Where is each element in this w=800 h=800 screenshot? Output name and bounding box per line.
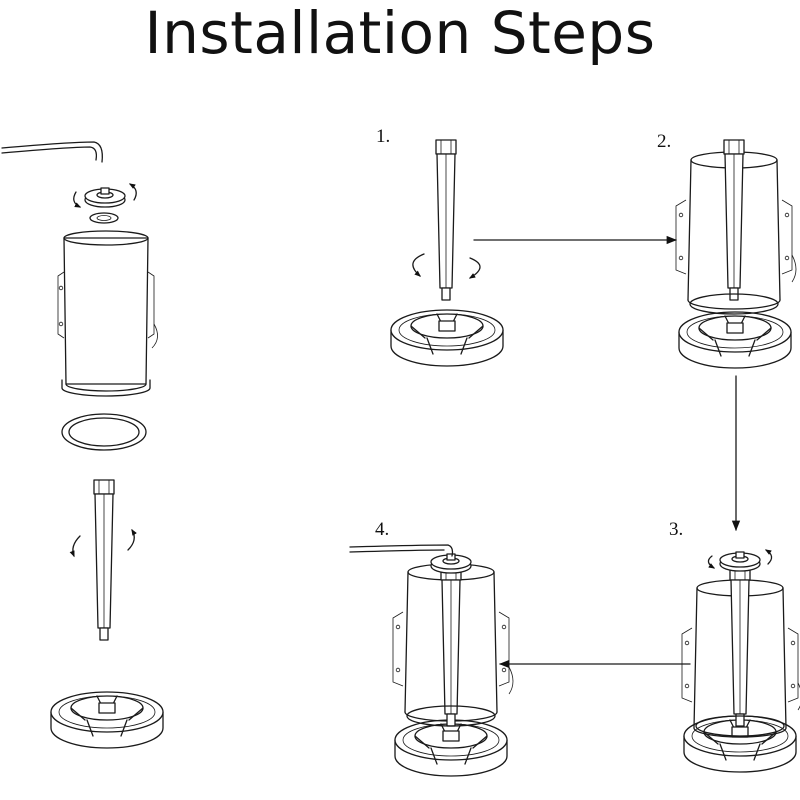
page-title: Installation Steps	[144, 0, 656, 67]
step-1-label: 1.	[376, 126, 391, 147]
step-2-label: 2.	[657, 131, 672, 152]
wire-cable	[349, 544, 454, 557]
step-3-label: 3.	[669, 519, 684, 540]
step-4-label: 4.	[375, 519, 390, 540]
step-2-figure	[675, 139, 797, 369]
wire-cable	[1, 141, 103, 163]
rotate-arrow-icon	[128, 183, 137, 201]
exploded-view	[1, 141, 164, 749]
step-3-figure	[681, 549, 800, 773]
base-part	[50, 691, 164, 749]
rotate-arrow-icon	[412, 253, 425, 277]
cup-part	[57, 230, 158, 397]
rotate-arrow-icon	[468, 257, 481, 279]
rotate-arrow-icon	[69, 535, 81, 558]
rod-part	[93, 479, 115, 641]
rotate-arrow-icon	[764, 549, 773, 565]
step-1-figure	[390, 139, 504, 367]
rotate-arrow-icon	[127, 528, 137, 551]
rotate-arrow-icon	[707, 555, 716, 569]
rotate-arrow-icon	[73, 191, 82, 208]
step-4-figure	[349, 544, 514, 777]
top-nut-part	[84, 187, 126, 208]
gasket-ring-part	[61, 413, 147, 451]
washer-part	[89, 212, 119, 224]
